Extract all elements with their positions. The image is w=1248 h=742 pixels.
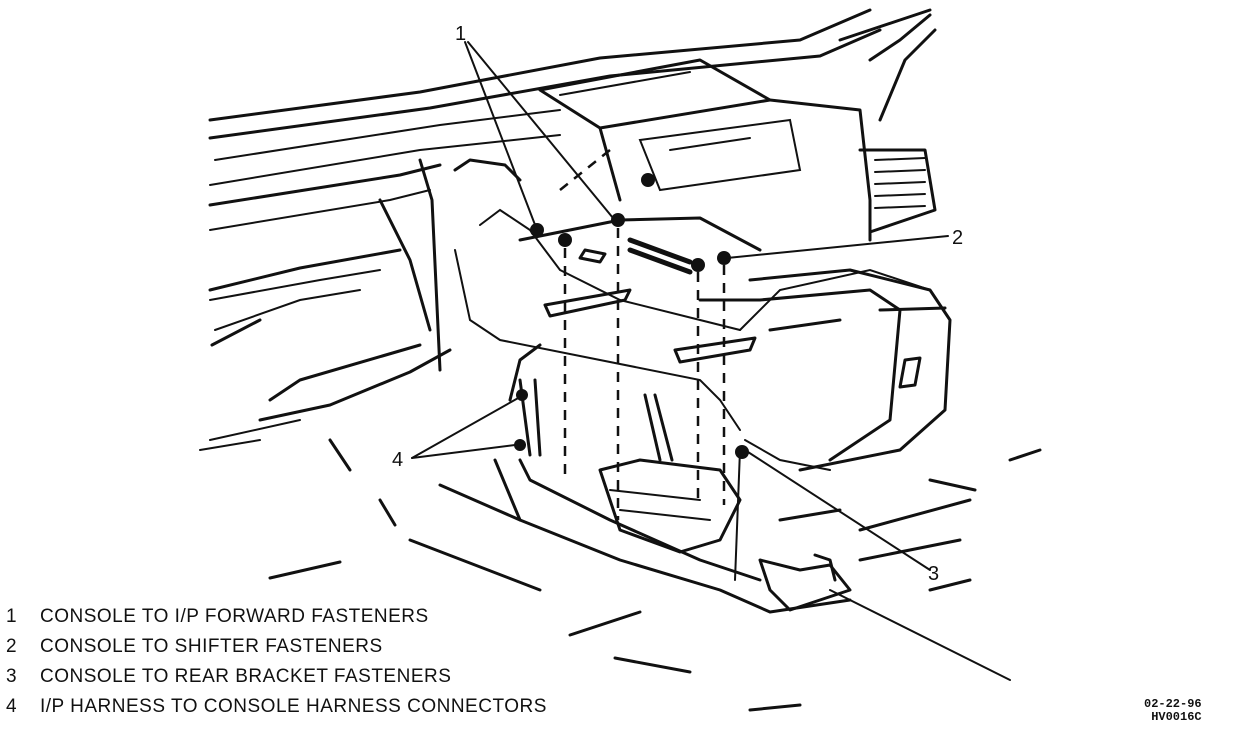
legend-text: CONSOLE TO SHIFTER FASTENERS [40, 636, 383, 657]
drawing-stamp: 02-22-96 HV0016C [1144, 698, 1202, 724]
legend-item: 2 CONSOLE TO SHIFTER FASTENERS [6, 632, 547, 662]
legend-item: 3 CONSOLE TO REAR BRACKET FASTENERS [6, 662, 547, 692]
stamp-date: 02-22-96 [1144, 697, 1202, 711]
fastener [735, 445, 749, 459]
legend-number: 1 [6, 606, 18, 627]
fastener [717, 251, 731, 265]
legend-number: 2 [6, 636, 18, 657]
console-drawing [454, 208, 952, 614]
legend-number: 3 [6, 666, 18, 687]
fastener [611, 213, 625, 227]
legend-item: 4 I/P HARNESS TO CONSOLE HARNESS CONNECTO… [6, 692, 547, 722]
floor-lines [268, 438, 1042, 712]
legend-text: I/P HARNESS TO CONSOLE HARNESS CONNECTOR… [40, 696, 547, 717]
callout-2: 2 [952, 227, 963, 249]
leader-lines [411, 41, 1011, 681]
fastener [558, 233, 572, 247]
legend-text: CONSOLE TO REAR BRACKET FASTENERS [40, 666, 452, 687]
callout-4: 4 [392, 449, 403, 471]
stamp-code: HV0016C [1151, 710, 1202, 724]
connector [514, 439, 526, 451]
legend-number: 4 [6, 696, 18, 717]
legend-item: 1 CONSOLE TO I/P FORWARD FASTENERS [6, 602, 547, 632]
instrument-panel-drawing [199, 8, 937, 451]
legend-text: CONSOLE TO I/P FORWARD FASTENERS [40, 606, 429, 627]
fastener [691, 258, 705, 272]
callout-1: 1 [455, 23, 466, 45]
alignment-lines [559, 149, 726, 520]
fastener [641, 173, 655, 187]
callout-3: 3 [928, 563, 939, 585]
